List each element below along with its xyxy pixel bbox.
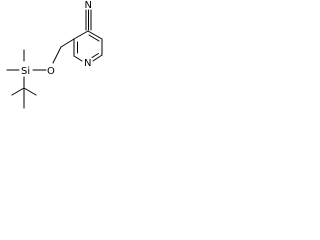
bond-c4-c5-inner xyxy=(88,34,100,42)
bond-tbutyl-left xyxy=(11,87,25,96)
bond-n-c2 xyxy=(73,55,83,62)
molecule-diagram: N N O Si xyxy=(6,0,103,109)
bond-ch2-o xyxy=(52,46,62,64)
atom-label-ring-n: N xyxy=(84,58,91,69)
atom-label-silicon: Si xyxy=(21,66,30,77)
bond-c4-c5 xyxy=(87,30,103,40)
bond-tbutyl-right xyxy=(23,87,37,96)
atom-label-nitrile-n: N xyxy=(85,0,92,11)
bond-c3-ch2 xyxy=(60,38,75,48)
bond-c6-n xyxy=(92,54,103,62)
bond-c4-c3 xyxy=(73,30,89,40)
atom-label-ether-o: O xyxy=(47,66,55,77)
pyridine-ring xyxy=(73,30,103,62)
bond-c6-n-inner xyxy=(91,53,99,58)
nitrile-triple-bond xyxy=(85,9,92,31)
